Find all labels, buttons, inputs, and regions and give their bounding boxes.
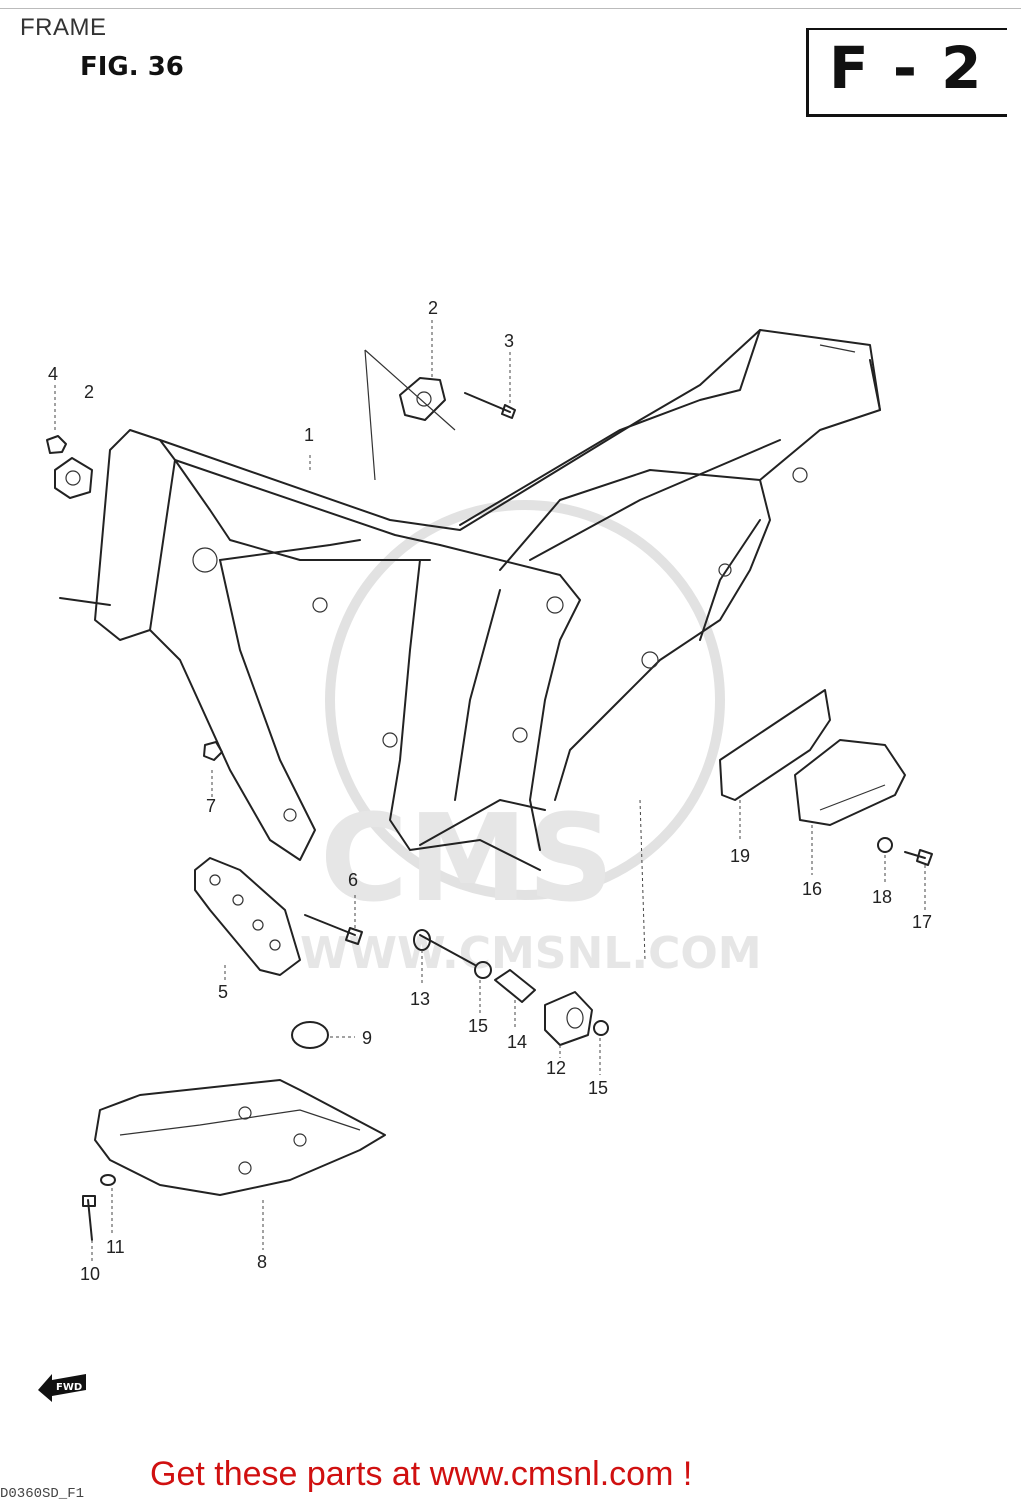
- nut-part-4: [46, 435, 67, 454]
- callout-2-upper: 2: [428, 298, 438, 318]
- callout-13: 13: [410, 989, 430, 1009]
- washer-part-11: [100, 1174, 116, 1186]
- forward-arrow-icon: FWD: [38, 1374, 86, 1402]
- bolt-part-17: [904, 849, 933, 866]
- plate-part-2-left: [54, 457, 93, 499]
- callout-16: 16: [802, 879, 822, 899]
- bolt-part-6: [304, 914, 363, 945]
- watermark: CMS WWW.CMSNL.COM: [300, 500, 762, 979]
- callout-9: 9: [362, 1028, 372, 1048]
- grommet-part-9: [291, 1021, 329, 1049]
- forward-arrow-label: FWD: [56, 1382, 82, 1393]
- plate-part-2-upper: [364, 349, 456, 481]
- watermark-brand: CMS: [320, 790, 614, 929]
- callout-8: 8: [257, 1252, 267, 1272]
- top-rule: [0, 8, 1021, 9]
- callout-2-left: 2: [84, 382, 94, 402]
- guard-part-19: [719, 689, 831, 801]
- watermark-url: WWW.CMSNL.COM: [300, 928, 762, 979]
- callout-17: 17: [912, 912, 932, 932]
- bolt-part-3: [464, 392, 516, 419]
- bolt-part-10: [82, 1195, 96, 1241]
- washer-part-15-a: [474, 961, 492, 979]
- callout-7: 7: [206, 796, 216, 816]
- callout-19: 19: [730, 846, 750, 866]
- cmsnl-parts-link[interactable]: Get these parts at www.cmsnl.com !: [150, 1455, 693, 1493]
- figure-label: FIG. 36: [80, 52, 184, 82]
- figure-code-box: F - 2: [806, 28, 1007, 117]
- collar-part-14: [494, 969, 536, 1003]
- diagram-code: D0360SD_F1: [0, 1486, 85, 1502]
- callout-18: 18: [872, 887, 892, 907]
- leader-lines: [54, 320, 926, 1262]
- callout-15-a: 15: [468, 1016, 488, 1036]
- plate-part-5: [194, 857, 301, 976]
- nut-part-7: [203, 741, 223, 761]
- section-title: FRAME: [20, 14, 107, 41]
- figure-code: F - 2: [829, 34, 984, 102]
- washer-part-18: [877, 837, 893, 853]
- callout-12: 12: [546, 1058, 566, 1078]
- watermark-ring: [325, 500, 725, 900]
- callout-10: 10: [80, 1264, 100, 1284]
- callout-15-b: 15: [588, 1078, 608, 1098]
- cover-part-16: [794, 739, 906, 826]
- callout-11: 11: [106, 1237, 125, 1257]
- callout-labels: 1 2 2 3 4 5 6 7 8 9 10 11 12 13 14 15 15…: [48, 298, 932, 1284]
- callout-5: 5: [218, 982, 228, 1002]
- callout-14: 14: [507, 1032, 527, 1052]
- frame-part-1: [59, 329, 881, 871]
- bushing-part-12: [544, 991, 593, 1046]
- callout-3: 3: [504, 331, 514, 351]
- callout-6: 6: [348, 870, 358, 890]
- skid-plate-part-8: [94, 1079, 386, 1196]
- callout-4: 4: [48, 364, 58, 384]
- washer-part-15-b: [593, 1020, 609, 1036]
- callout-1: 1: [304, 425, 314, 445]
